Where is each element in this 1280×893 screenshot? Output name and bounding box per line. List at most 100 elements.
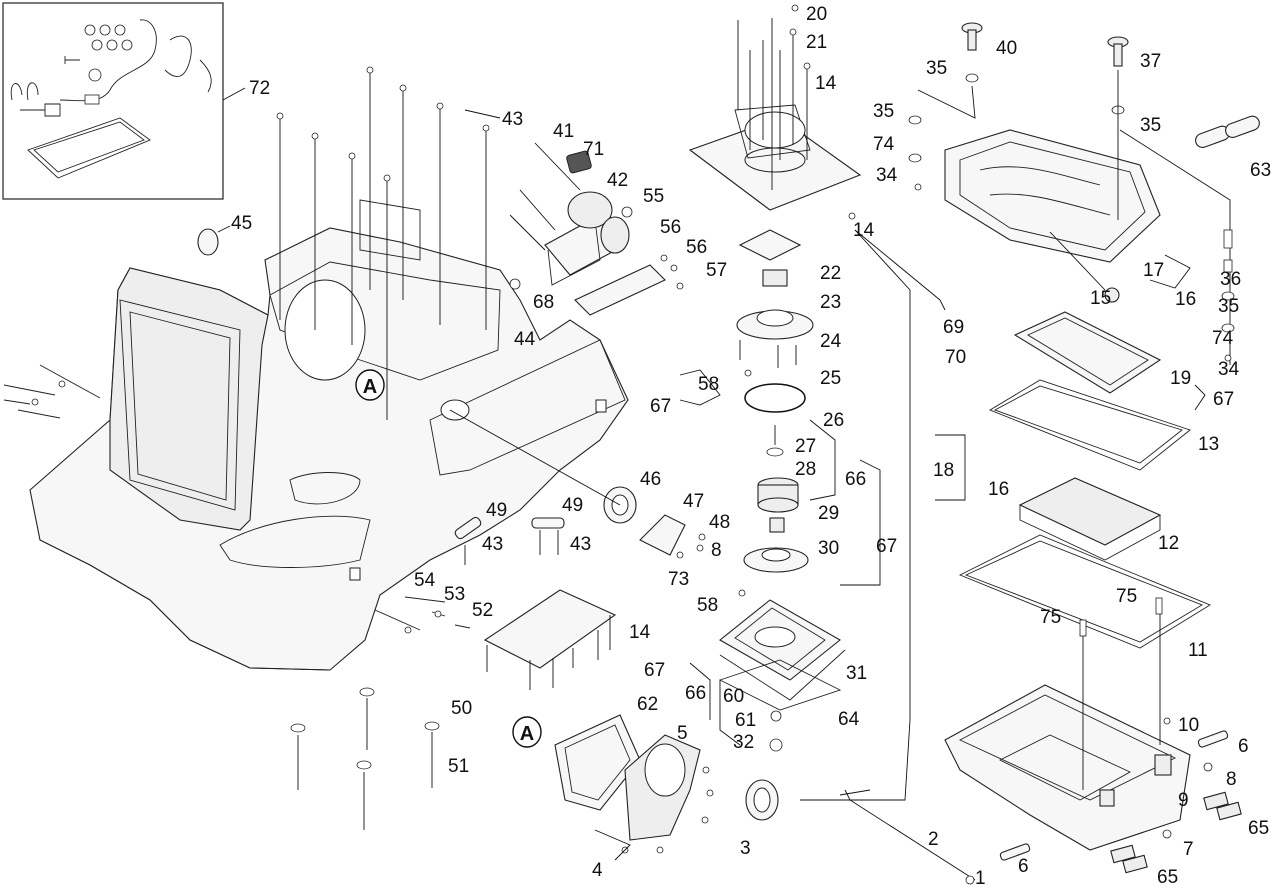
callout-7: 7	[1183, 839, 1194, 860]
marker-a-housing: A	[355, 369, 385, 401]
callout-63: 63	[1250, 160, 1271, 181]
part-63	[1195, 115, 1260, 148]
callout-25: 25	[820, 368, 841, 389]
callout-67: 67	[650, 396, 671, 417]
marker-a-label: A	[363, 376, 377, 398]
callout-3: 3	[740, 838, 751, 859]
marker-a-label: A	[520, 723, 534, 745]
callout-73: 73	[668, 569, 689, 590]
callout-49: 49	[486, 500, 507, 521]
callout-50: 50	[451, 698, 472, 719]
callout-36: 36	[1220, 269, 1241, 290]
pins-52-54	[374, 596, 471, 634]
callout-28: 28	[795, 459, 816, 480]
callout-24: 24	[820, 331, 842, 352]
column-parts	[718, 229, 846, 752]
callout-60: 60	[723, 686, 744, 707]
bolts-50-51	[290, 687, 440, 830]
callout-31: 31	[846, 663, 867, 684]
bars-49	[454, 516, 565, 565]
callout-42: 42	[607, 170, 628, 191]
callout-57: 57	[706, 260, 727, 281]
callout-27: 27	[795, 436, 816, 457]
callout-35: 35	[1218, 296, 1239, 317]
bracket-lines	[679, 229, 1206, 801]
callout-29: 29	[818, 503, 839, 524]
callout-67: 67	[876, 536, 897, 557]
callout-6: 6	[1018, 856, 1029, 877]
callout-35: 35	[873, 101, 894, 122]
callout-55: 55	[643, 186, 664, 207]
left-pins	[3, 364, 101, 419]
callout-49: 49	[562, 495, 583, 516]
flange-parts	[449, 409, 706, 559]
callout-66: 66	[685, 683, 706, 704]
callout-65: 65	[1248, 818, 1269, 839]
callout-58: 58	[697, 595, 718, 616]
callout-75: 75	[1040, 607, 1061, 628]
callout-30: 30	[818, 538, 839, 559]
callout-34: 34	[876, 165, 898, 186]
callout-12: 12	[1158, 533, 1179, 554]
callout-10: 10	[1178, 715, 1199, 736]
callout-numbers: 1234566788910111213141414151616171819202…	[231, 4, 1271, 889]
callout-52: 52	[472, 600, 493, 621]
callout-43: 43	[482, 534, 503, 555]
callout-16: 16	[1175, 289, 1196, 310]
valve-assembly	[509, 142, 684, 316]
callout-74: 74	[1212, 328, 1234, 349]
callout-19: 19	[1170, 368, 1191, 389]
housing-screws	[276, 66, 501, 420]
callout-47: 47	[683, 491, 704, 512]
callout-2: 2	[928, 829, 939, 850]
callout-22: 22	[820, 263, 841, 284]
callout-64: 64	[838, 709, 860, 730]
callout-8: 8	[1226, 769, 1237, 790]
callout-44: 44	[514, 329, 536, 350]
callout-56: 56	[660, 217, 681, 238]
tank-lid	[908, 22, 1235, 365]
callout-18: 18	[933, 460, 954, 481]
callout-74: 74	[873, 134, 895, 155]
callout-66: 66	[845, 469, 866, 490]
callout-67: 67	[1213, 389, 1234, 410]
callout-11: 11	[1188, 640, 1208, 661]
callout-35: 35	[926, 58, 947, 79]
callout-72: 72	[249, 78, 270, 99]
callout-58: 58	[698, 374, 719, 395]
part-45	[197, 225, 231, 256]
callout-54: 54	[414, 570, 436, 591]
callout-16: 16	[988, 479, 1009, 500]
callout-6: 6	[1238, 736, 1249, 757]
callout-1: 1	[975, 868, 986, 889]
callout-65: 65	[1157, 867, 1178, 888]
callout-32: 32	[733, 732, 754, 753]
callout-43: 43	[570, 534, 591, 555]
callout-48: 48	[709, 512, 730, 533]
callout-14: 14	[853, 220, 875, 241]
callout-56: 56	[686, 237, 707, 258]
callout-15: 15	[1090, 288, 1111, 309]
callout-17: 17	[1143, 260, 1164, 281]
callout-34: 34	[1218, 359, 1240, 380]
callout-23: 23	[820, 292, 841, 313]
callout-40: 40	[996, 38, 1017, 59]
callout-69: 69	[943, 317, 964, 338]
callout-43: 43	[502, 109, 523, 130]
main-housing	[29, 199, 629, 671]
callout-61: 61	[735, 710, 756, 731]
base-tank	[839, 614, 1242, 885]
callout-53: 53	[444, 584, 465, 605]
callout-8: 8	[711, 540, 722, 561]
callout-70: 70	[945, 347, 966, 368]
callout-68: 68	[533, 292, 554, 313]
top-plate	[688, 4, 862, 220]
callout-26: 26	[823, 410, 844, 431]
filter-stack	[958, 311, 1211, 649]
callout-71: 71	[583, 139, 604, 160]
callout-41: 41	[553, 121, 574, 142]
marker-a-lower: A	[512, 716, 542, 748]
callout-13: 13	[1198, 434, 1219, 455]
callout-14: 14	[815, 73, 837, 94]
